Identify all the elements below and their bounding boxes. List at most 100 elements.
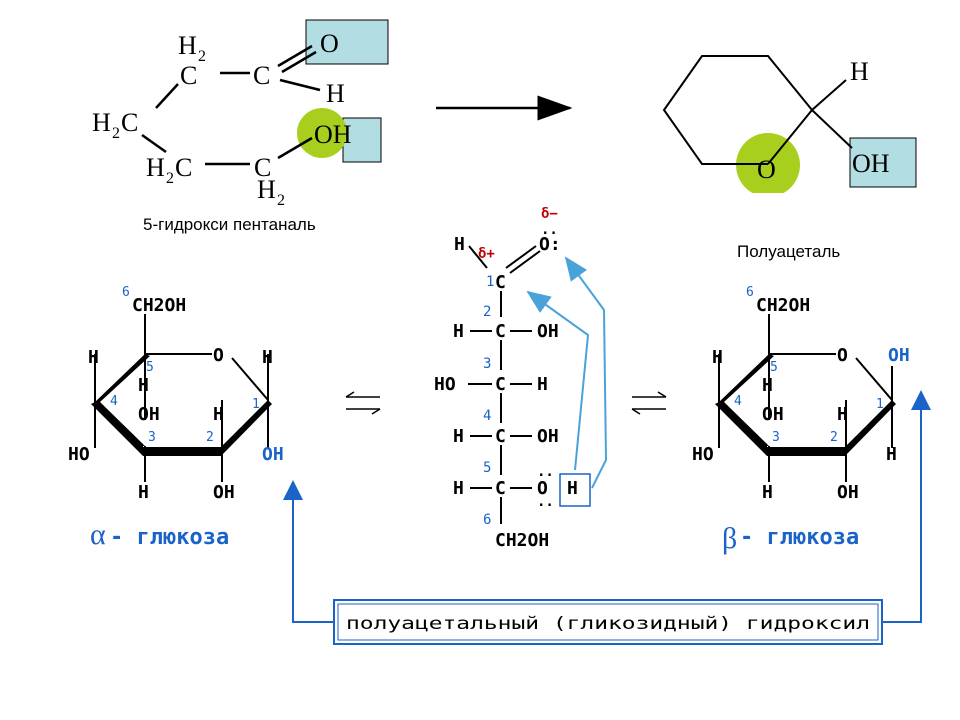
svg-text:..: ..: [541, 222, 558, 238]
pentanal-name: 5-гидрокси пентаналь: [143, 215, 316, 234]
ring-oxygen: O: [757, 155, 776, 184]
beta-symbol: β: [722, 522, 737, 555]
attack-arrow-o: [564, 256, 608, 489]
atom-h-aldehyde: H: [326, 79, 345, 108]
beta-c2-h: H: [837, 404, 848, 425]
svg-text:2: 2: [112, 125, 120, 142]
svg-text:5: 5: [146, 360, 154, 375]
alpha-ring-oxygen: O: [213, 345, 224, 366]
svg-text:2: 2: [830, 430, 838, 445]
svg-text:6: 6: [483, 512, 491, 528]
svg-text:2: 2: [277, 192, 285, 209]
svg-text:5: 5: [770, 360, 778, 375]
svg-text:3: 3: [772, 430, 780, 445]
c1-h: H: [454, 234, 465, 255]
c3-carbon: C: [495, 374, 506, 395]
svg-text:2: 2: [166, 170, 174, 187]
equilibrium-right: [631, 391, 667, 415]
delta-minus: δ−: [541, 206, 558, 222]
beta-c4-h: H: [712, 347, 723, 368]
svg-text:4: 4: [110, 394, 118, 409]
alpha-c4-ho: HO: [68, 444, 90, 465]
svg-text:2: 2: [483, 304, 491, 320]
alpha-c3-h: H: [138, 482, 149, 503]
c1-carbon: C: [495, 272, 506, 293]
alpha-pointer-line: [283, 480, 334, 623]
svg-text:4: 4: [483, 408, 491, 424]
svg-text:1: 1: [486, 274, 494, 290]
svg-text:2: 2: [206, 430, 214, 445]
beta-c4-ho: HO: [692, 444, 714, 465]
svg-text:3: 3: [483, 356, 491, 372]
svg-text:1: 1: [876, 397, 884, 412]
caption-box-outer: [333, 599, 883, 645]
beta-anomeric-oh: OH: [888, 345, 910, 366]
hemiacetal-h: H: [850, 57, 869, 86]
oh-highlight: [849, 137, 917, 188]
attack-arrow-c1: [526, 290, 590, 471]
hydroxyl-o-circle: [297, 108, 347, 158]
alpha-glucose: 6 CH2OH O H H 5 H 4 OH H 1 3 2 HO OH H O…: [68, 285, 284, 503]
svg-text:6: 6: [746, 285, 754, 300]
c5-hydroxyl-h: H: [567, 478, 578, 499]
c6-ch2oh: CH2OH: [495, 530, 549, 551]
hydroxyl-caption: полуацетальный (гликозидный) гидроксил: [346, 614, 870, 634]
atom-c-mid: C: [121, 108, 138, 137]
svg-text:5: 5: [483, 460, 491, 476]
atom-o-carbonyl: O: [320, 29, 339, 58]
alpha-c3-oh: OH: [138, 404, 160, 425]
beta-ring-oxygen: O: [837, 345, 848, 366]
c5-h: H: [453, 478, 464, 499]
c2-carbon: C: [495, 321, 506, 342]
alpha-c4-h: H: [88, 347, 99, 368]
equilibrium-left: [345, 391, 381, 415]
delta-plus: δ+: [478, 246, 495, 262]
c2-h: H: [453, 321, 464, 342]
beta-c3-oh: OH: [762, 404, 784, 425]
svg-text:3: 3: [148, 430, 156, 445]
c3-ho: HO: [434, 374, 456, 395]
pentanal-structure: H 2 C C O H H 2 C H 2 C C OH H 2: [92, 19, 389, 209]
c5-carbon: C: [495, 478, 506, 499]
caption-box-inner: [337, 603, 879, 641]
atom-h2c-mid: H: [92, 108, 111, 137]
beta-c3-h: H: [762, 482, 773, 503]
atom-h-top: H: [178, 31, 197, 60]
c4-oh: OH: [537, 426, 559, 447]
hemiacetal-oh: OH: [852, 149, 890, 178]
beta-c1-h: H: [886, 444, 897, 465]
beta-glucose-name: - глюкоза: [740, 525, 859, 550]
hemiacetal-name: Полуацеталь: [737, 242, 840, 261]
atom-oh-hydroxyl: OH: [314, 120, 352, 149]
alpha-symbol: α: [90, 518, 106, 551]
svg-text:6: 6: [122, 285, 130, 300]
atom-h-bottom: H: [257, 175, 276, 204]
beta-c5-h: H: [762, 375, 773, 396]
svg-text:..: ..: [537, 464, 554, 480]
c1-oxygen: O:: [539, 234, 561, 255]
alpha-c1-h: H: [262, 347, 273, 368]
atom-h2c-low: H: [146, 153, 165, 182]
svg-text:4: 4: [734, 394, 742, 409]
c4-carbon: C: [495, 426, 506, 447]
alpha-c2-h: H: [213, 404, 224, 425]
c5-oxygen: O: [537, 478, 548, 499]
atom-c-top: C: [180, 61, 197, 90]
hemiacetal-structure: O H OH: [662, 55, 917, 203]
atom-c-carbonyl: C: [253, 61, 270, 90]
beta-c2-oh: OH: [837, 482, 859, 503]
beta-ch2oh: CH2OH: [756, 295, 810, 316]
alpha-glucose-name: - глюкоза: [110, 525, 229, 550]
c3-h: H: [537, 374, 548, 395]
c5-hydroxyl-h-box: [559, 473, 591, 507]
alpha-ch2oh: CH2OH: [132, 295, 186, 316]
c2-oh: OH: [537, 321, 559, 342]
alpha-c5-h: H: [138, 375, 149, 396]
svg-text:1: 1: [252, 397, 260, 412]
svg-text:..: ..: [537, 494, 554, 510]
beta-glucose: 6 CH2OH O H OH 5 H 4 OH H 1 3 2 HO H H O…: [692, 285, 910, 503]
alpha-anomeric-oh: OH: [262, 444, 284, 465]
alpha-c2-oh: OH: [213, 482, 235, 503]
atom-c-bottom: C: [254, 153, 271, 182]
